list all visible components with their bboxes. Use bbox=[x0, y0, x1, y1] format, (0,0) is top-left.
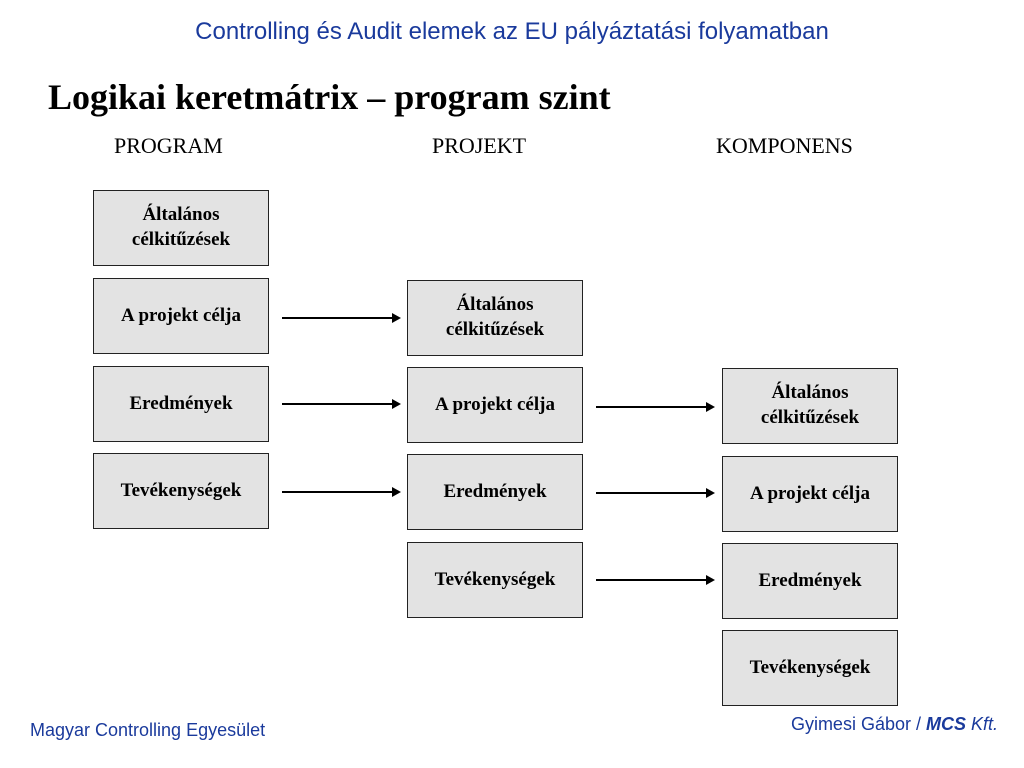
projekt-box-tevekenysegek: Tevékenységek bbox=[407, 542, 583, 618]
footer-company-suffix: Kft. bbox=[965, 714, 998, 734]
program-box-projekt-celja: A projekt célja bbox=[93, 278, 269, 354]
program-box-tevekenysegek: Tevékenységek bbox=[93, 453, 269, 529]
arrow-icon bbox=[596, 488, 715, 498]
arrow-icon bbox=[596, 575, 715, 585]
footer-company-mcs: MCS bbox=[925, 714, 966, 734]
komponens-box-tevekenysegek: Tevékenységek bbox=[722, 630, 898, 706]
arrow-icon bbox=[282, 399, 401, 409]
arrow-icon bbox=[282, 487, 401, 497]
footer-organization: Magyar Controlling Egyesület bbox=[30, 720, 266, 740]
arrow-icon bbox=[596, 402, 715, 412]
footer-author-name: Gyimesi Gábor / bbox=[790, 714, 926, 734]
column-header-projekt: PROJEKT bbox=[432, 133, 527, 158]
projekt-box-eredmenyek: Eredmények bbox=[407, 454, 583, 530]
footer-author: Gyimesi Gábor / MCS Kft. bbox=[791, 714, 998, 735]
komponens-box-eredmenyek: Eredmények bbox=[722, 543, 898, 619]
projekt-box-projekt-celja: A projekt célja bbox=[407, 367, 583, 443]
column-header-komponens: KOMPONENS bbox=[716, 133, 853, 158]
projekt-box-altalanos-celkituzesek: Általános célkitűzések bbox=[407, 280, 583, 356]
komponens-box-altalanos-celkituzesek: Általános célkitűzések bbox=[722, 368, 898, 444]
komponens-box-projekt-celja: A projekt célja bbox=[722, 456, 898, 532]
header-title: Controlling és Audit elemek az EU pályáz… bbox=[195, 18, 829, 45]
arrow-icon bbox=[282, 313, 401, 323]
slide-title: Logikai keretmátrix – program szint bbox=[48, 77, 611, 117]
column-header-program: PROGRAM bbox=[114, 133, 223, 158]
program-box-eredmenyek: Eredmények bbox=[93, 366, 269, 442]
program-box-altalanos-celkituzesek: Általános célkitűzések bbox=[93, 190, 269, 266]
